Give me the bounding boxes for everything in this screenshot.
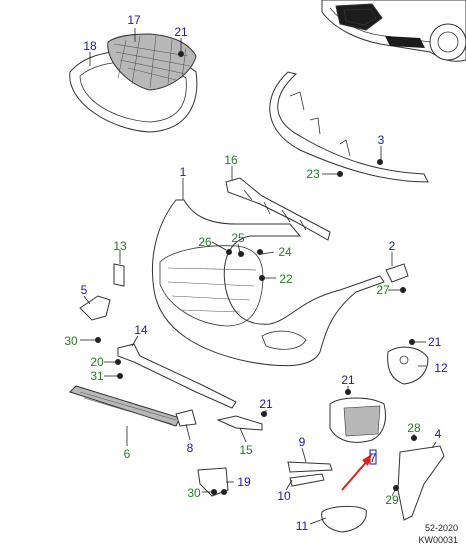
side-brackets — [113, 263, 409, 287]
callout-26: 26 — [198, 235, 212, 249]
callout-31: 31 — [90, 369, 104, 383]
callout-30b: 30 — [187, 486, 201, 500]
bumper-cover-part-1 — [151, 199, 385, 367]
car-inset — [321, 0, 466, 62]
callout-11: 11 — [296, 519, 309, 533]
lower-grille-part-6 — [69, 385, 181, 427]
callout-5: 5 — [81, 283, 88, 297]
callout-29: 29 — [385, 493, 399, 507]
callout-3: 3 — [378, 133, 385, 147]
callout-13: 13 — [113, 239, 127, 253]
support-part-14 — [117, 343, 237, 409]
callout-14: 14 — [134, 323, 148, 337]
reference-number: 52-2020 — [424, 523, 458, 533]
bracket-part-5 — [79, 295, 111, 321]
grille-part-17-18 — [69, 33, 198, 133]
callout-4: 4 — [435, 427, 442, 441]
red-arrow — [341, 454, 372, 491]
callout-10: 10 — [277, 489, 291, 503]
callout-1: 1 — [180, 165, 187, 179]
fog-bezel-part-7 — [329, 397, 386, 465]
callout-labels: 1 2 3 4 5 6 7 8 9 10 11 12 13 14 15 16 1… — [64, 13, 448, 533]
callout-21a: 21 — [174, 25, 188, 39]
callout-8: 8 — [187, 441, 194, 455]
callout-2: 2 — [389, 239, 396, 253]
callout-23: 23 — [306, 167, 320, 181]
callout-22: 22 — [279, 272, 293, 286]
callout-20: 20 — [90, 355, 104, 369]
callout-6: 6 — [124, 447, 131, 461]
bracket-part-19 — [197, 467, 229, 497]
callout-9: 9 — [299, 435, 306, 449]
callout-17: 17 — [127, 13, 141, 27]
lamp-cover-part-12 — [387, 346, 429, 385]
callout-27: 27 — [376, 283, 390, 297]
callout-7: 7 — [370, 451, 377, 465]
callout-21c: 21 — [341, 373, 355, 387]
illustration-code: KW00031 — [418, 535, 458, 545]
callout-24: 24 — [278, 245, 292, 259]
callout-21d: 21 — [428, 335, 442, 349]
callout-16: 16 — [224, 153, 238, 167]
leader-lines — [80, 28, 437, 525]
trim-part-9-10-11 — [287, 461, 367, 533]
callout-12: 12 — [434, 361, 448, 375]
callout-18: 18 — [83, 39, 97, 53]
fasteners — [95, 51, 417, 495]
callout-30a: 30 — [64, 334, 78, 348]
callout-28: 28 — [407, 421, 421, 435]
air-deflector-part-4 — [397, 445, 445, 521]
callout-25: 25 — [231, 231, 245, 245]
trim-part-8-15 — [175, 409, 263, 431]
lower-deflector-part-3 — [269, 71, 429, 183]
callout-19: 19 — [237, 475, 251, 489]
bracket-part-16 — [225, 177, 331, 241]
callout-21b: 21 — [259, 397, 273, 411]
callout-15: 15 — [239, 443, 253, 457]
